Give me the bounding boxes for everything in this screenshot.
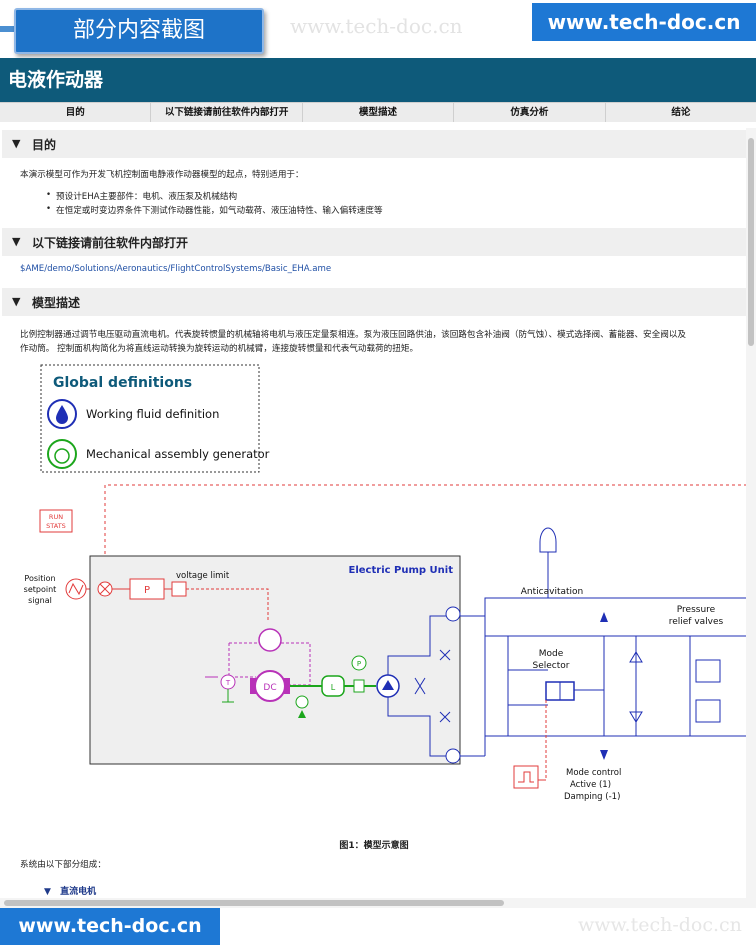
section-header-links[interactable]: ▼ 以下链接请前往软件内部打开 (2, 228, 746, 256)
vertical-scroll-thumb[interactable] (748, 138, 754, 346)
components-intro: 系统由以下部分组成： (20, 860, 106, 870)
accumulator-icon (539, 527, 557, 553)
collapse-triangle-icon[interactable]: ▼ (12, 295, 21, 308)
collapse-triangle-icon[interactable]: ▼ (44, 887, 51, 897)
dc-label: DC (263, 683, 276, 693)
purpose-bullet: 预设计EHA主要部件：电机、液压泵及机械结构 (46, 190, 237, 202)
position-label-1: Position (24, 574, 55, 583)
section-header-model[interactable]: ▼ 模型描述 (2, 288, 746, 316)
position-label-3: signal (28, 596, 52, 605)
mode-control-label-1: Mode control (566, 768, 621, 778)
anticavitation-label: Anticavitation (521, 587, 583, 597)
run-stats-line2: STATS (46, 522, 66, 530)
mode-selector-label-1: Mode (539, 649, 564, 659)
top-banner: 部分内容截图 www.tech-doc.cn www.tech-doc.cn (0, 0, 756, 58)
working-fluid-label: Working fluid definition (86, 407, 219, 421)
purpose-intro: 本演示模型可作为开发飞机控制面电静液作动器模型的起点，特别适用于： (20, 170, 304, 180)
model-file-link[interactable]: $AME/demo/Solutions/Aeronautics/FlightCo… (20, 264, 332, 274)
mode-control-source-icon (513, 765, 539, 789)
page-header: 电液作动器 (0, 58, 756, 102)
torque-sensor-icon (295, 695, 309, 709)
mode-selector-label-2: Selector (533, 661, 570, 671)
global-definitions-title: Global definitions (53, 375, 192, 391)
page-title: 电液作动器 (8, 69, 104, 91)
subsection-dc-motor[interactable]: ▼ 直流电机 (44, 884, 96, 897)
voltage-limit-label: voltage limit (176, 571, 230, 581)
relief-valve-icon (695, 659, 721, 683)
section-title: 以下链接请前往软件内部打开 (32, 236, 189, 250)
apple-shape (54, 448, 70, 464)
section-title: 目的 (32, 138, 57, 152)
purpose-bullet: 在恒定或时变边界条件下测试作动器性能，如气动载荷、液压油特性、输入偏转速度等 (46, 204, 383, 216)
crop-label-badge: 部分内容截图 (14, 8, 264, 54)
horizontal-scroll-thumb[interactable] (4, 900, 504, 906)
watermark-bottom: www.tech-doc.cn (578, 914, 742, 936)
l-label: L (331, 683, 336, 692)
mode-control-label-2: Active (1) (570, 780, 611, 790)
p-sensor-label: P (357, 660, 361, 668)
tab-links[interactable]: 以下链接请前往软件内部打开 (151, 103, 303, 123)
model-description-line2: 作动筒。 控制面机构简化为将直线运动转换为旋转运动的机械臂，连接旋转惯量和代表气… (20, 344, 419, 354)
feedback-signal-line (104, 484, 746, 578)
p-block-label: P (144, 585, 150, 596)
collapse-triangle-icon[interactable]: ▼ (12, 137, 21, 150)
tab-simulation-analysis[interactable]: 仿真分析 (454, 103, 606, 123)
apple-icon (47, 439, 77, 469)
position-label-2: setpoint (24, 585, 57, 594)
power-sensor-icon (351, 655, 367, 671)
watermark-top: www.tech-doc.cn (290, 14, 463, 38)
mechanical-assembly-label: Mechanical assembly generator (86, 447, 270, 461)
subsection-title: 直流电机 (60, 887, 97, 897)
brand-link-top[interactable]: www.tech-doc.cn (532, 3, 756, 41)
drop-shape (56, 405, 68, 424)
tab-conclusion[interactable]: 结论 (671, 107, 691, 118)
section-header-purpose[interactable]: ▼ 目的 (2, 130, 746, 158)
mode-control-label-3: Damping (-1) (564, 792, 620, 802)
pressure-relief-label-2: relief valves (669, 617, 724, 627)
pressure-sensor-icon (445, 606, 461, 622)
main-content: ▼ 目的 本演示模型可作为开发飞机控制面电静液作动器模型的起点，特别适用于： 预… (0, 122, 756, 908)
voltage-source-icon (258, 628, 282, 652)
collapse-triangle-icon[interactable]: ▼ (12, 235, 21, 248)
vertical-scrollbar[interactable] (746, 128, 756, 908)
t-label: T (225, 679, 231, 687)
section-tabs: 目的 以下链接请前往软件内部打开 模型描述 仿真分析 结论 (0, 102, 756, 124)
figure-caption: 图1：模型示意图 (339, 841, 409, 851)
model-description-line1: 比例控制器通过调节电压驱动直流电机。代表旋转惯量的机械轴将电机与液压定量泵相连。… (20, 330, 687, 340)
relief-valve-icon (695, 699, 721, 723)
tab-purpose[interactable]: 目的 (0, 103, 152, 123)
run-stats-line1: RUN (49, 513, 63, 521)
section-title: 模型描述 (32, 296, 81, 310)
tab-model-description[interactable]: 模型描述 (303, 103, 455, 123)
run-stats-box (39, 509, 73, 533)
pressure-relief-label-1: Pressure (677, 605, 716, 615)
pressure-sensor-icon (445, 748, 461, 764)
limiter-icon (171, 581, 187, 597)
eha-schematic: Global definitions Working fluid definit… (24, 364, 746, 802)
bottom-strip (220, 908, 756, 945)
pump-unit-title: Electric Pump Unit (349, 565, 454, 576)
brand-link-bottom[interactable]: www.tech-doc.cn (0, 908, 220, 945)
